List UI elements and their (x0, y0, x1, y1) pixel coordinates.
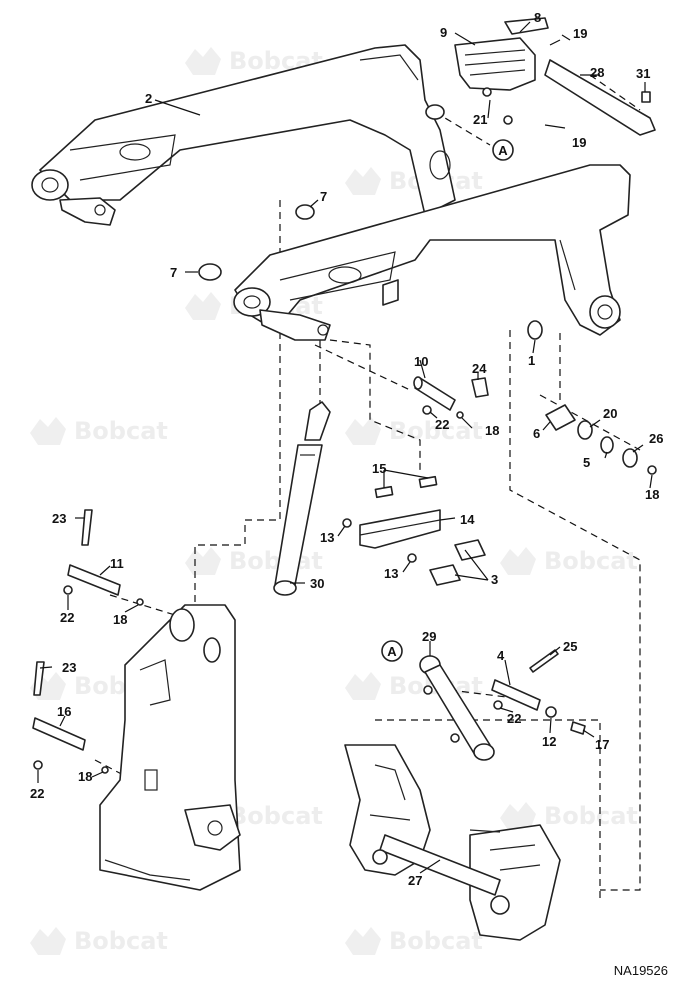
bushings-7 (198, 204, 315, 281)
label-part-22-pin16: 22 (30, 786, 44, 801)
label-part-27: 27 (408, 873, 422, 888)
watermark-text: Bobcat (544, 547, 638, 575)
watermark-text: Bobcat (74, 927, 168, 955)
label-part-25: 25 (563, 639, 577, 654)
bracket-assembly (454, 17, 656, 136)
bobcat-logo-icon (185, 547, 221, 575)
lift-arm-rear (31, 44, 456, 226)
bobcat-logo-icon (345, 672, 381, 700)
label-part-15: 15 (372, 461, 386, 476)
label-part-5: 5 (583, 455, 590, 470)
bobcat-logo-icon (500, 802, 536, 830)
label-part-18-pin16: 18 (78, 769, 92, 784)
label-part-13-lower: 13 (384, 566, 398, 581)
label-part-8: 8 (534, 10, 541, 25)
bobcat-logo-icon (345, 167, 381, 195)
lift-cylinder (273, 401, 331, 596)
label-part-23-upper: 23 (52, 511, 66, 526)
label-part-22-pin11: 22 (60, 610, 74, 625)
bobcat-logo-icon (30, 927, 66, 955)
watermark-text: Bobcat (544, 802, 638, 830)
label-part-12: 12 (542, 734, 556, 749)
lift-arm-front (233, 164, 631, 341)
label-part-23-lower: 23 (62, 660, 76, 675)
watermark-text: Bobcat (74, 417, 168, 445)
label-part-19-lower: 19 (572, 135, 586, 150)
label-part-31: 31 (636, 66, 650, 81)
label-part-18-right: 18 (645, 487, 659, 502)
label-part-22-pin4: 22 (507, 711, 521, 726)
label-part-22-pin10: 22 (435, 417, 449, 432)
callout-a-upper: A (492, 139, 514, 161)
watermark-4: Bobcat (30, 417, 168, 445)
label-part-29: 29 (422, 629, 436, 644)
mount-bracket-14 (342, 475, 486, 586)
bobcat-logo-icon (345, 417, 381, 445)
watermark-9: Bobcat (345, 672, 483, 700)
label-part-1: 1 (528, 353, 535, 368)
label-part-7-lower: 7 (170, 265, 177, 280)
label-part-20: 20 (603, 406, 617, 421)
watermark-12: Bobcat (30, 927, 168, 955)
watermark-text: Bobcat (389, 417, 483, 445)
label-part-30: 30 (310, 576, 324, 591)
leader-lines (37, 21, 653, 874)
watermark-text: Bobcat (229, 547, 323, 575)
label-part-21: 21 (473, 112, 487, 127)
label-part-2: 2 (145, 91, 152, 106)
watermark-13: Bobcat (345, 927, 483, 955)
pin-4-assembly (491, 649, 586, 735)
pin-10-assembly (413, 376, 489, 419)
label-part-9: 9 (440, 25, 447, 40)
watermark-text: Bobcat (229, 802, 323, 830)
label-part-24: 24 (472, 361, 487, 376)
watermark-text: Bobcat (389, 927, 483, 955)
pin-16-assembly (32, 661, 109, 774)
label-part-26: 26 (649, 431, 663, 446)
drawing-number: NA19526 (613, 963, 668, 978)
label-part-4: 4 (497, 648, 505, 663)
assembly-dashed-lines (94, 74, 641, 900)
callout-a-lower: A (381, 640, 403, 662)
watermark-2: Bobcat (345, 167, 483, 195)
label-part-7-upper: 7 (320, 189, 327, 204)
callout-letter: A (498, 143, 508, 158)
label-part-3: 3 (491, 572, 498, 587)
watermark-7: Bobcat (500, 547, 638, 575)
watermark-5: Bobcat (345, 417, 483, 445)
watermark-6: Bobcat (185, 547, 323, 575)
bobcat-logo-icon (185, 292, 221, 320)
label-part-18-pin10: 18 (485, 423, 499, 438)
loader-tower (99, 604, 241, 891)
label-part-13-upper: 13 (320, 530, 334, 545)
pivot-hardware (527, 320, 657, 475)
bobcat-logo-icon (185, 47, 221, 75)
part-labels: 2 8 9 19 28 31 21 19 7 7 1 10 24 22 18 6… (30, 10, 663, 888)
label-part-17: 17 (595, 737, 609, 752)
tilt-cylinder (419, 655, 495, 761)
label-part-6: 6 (533, 426, 540, 441)
bob-tach-assembly (344, 744, 561, 941)
label-part-28: 28 (590, 65, 604, 80)
bobcat-logo-icon (500, 547, 536, 575)
label-part-11: 11 (110, 556, 124, 571)
pin-11-assembly (63, 509, 144, 606)
watermark-11: Bobcat (500, 802, 638, 830)
label-part-18-pin11: 18 (113, 612, 127, 627)
label-part-14: 14 (460, 512, 475, 527)
bobcat-logo-icon (345, 927, 381, 955)
label-part-16: 16 (57, 704, 71, 719)
label-part-19-upper: 19 (573, 26, 587, 41)
bobcat-logo-icon (30, 417, 66, 445)
callout-letter: A (387, 644, 397, 659)
label-part-10: 10 (414, 354, 428, 369)
